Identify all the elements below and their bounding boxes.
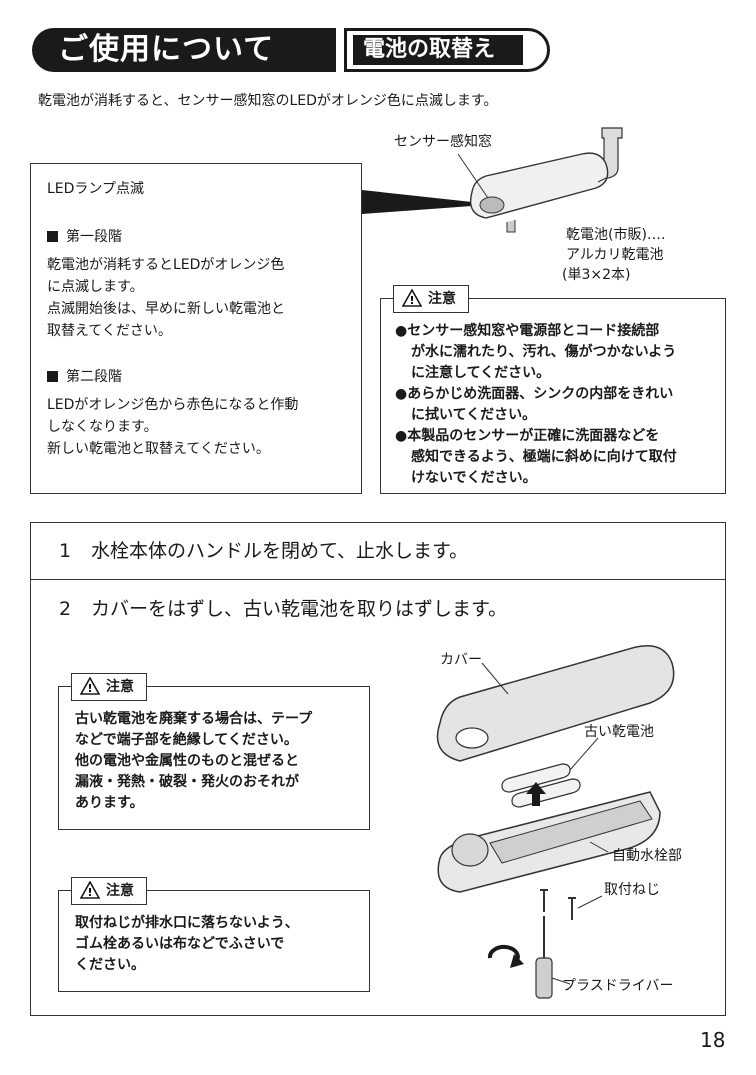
battery-label-2: アルカリ乾電池 [566,247,664,263]
svg-text:!: ! [409,294,414,307]
caution-tag: !注意 [393,285,469,313]
stage1-line: 取替えてください。 [47,323,172,339]
battery-label-3: (単3×2本) [562,267,631,283]
stage1-line: 乾電池が消耗するとLEDがオレンジ色 [47,257,285,273]
sensor-window-leader [457,153,489,199]
header-title: ご使用について [32,28,336,72]
stage2-line: しなくなります。 [47,419,158,435]
battery-shapes [501,763,581,808]
caution-tag: !注意 [71,673,147,701]
led-info-box: LEDランプ点滅 第一段階 乾電池が消耗するとLEDがオレンジ色 に点滅します。… [30,163,362,494]
stage1-line: 点滅開始後は、早めに新しい乾電池と [47,301,285,317]
cover-shape [436,645,675,762]
stage2-line: 新しい乾電池と取替えてください。 [47,441,270,457]
stage1-line: に点滅します。 [47,279,144,295]
sensor-window-label: センサー感知窓 [394,134,492,150]
svg-text:!: ! [87,886,92,899]
warning-icon: ! [79,880,101,899]
battery-label-1: 乾電池(市販)‥‥ [566,227,666,243]
pointer-wedge [362,190,472,214]
caution-tag: !注意 [71,877,147,905]
warning-icon: ! [79,676,101,695]
screw-shapes [540,889,576,920]
svg-text:!: ! [87,682,92,695]
caution-item: ●本製品のセンサーが正確に洗面器などを感知できるよう、極端に斜めに向けて取付けな… [395,428,677,486]
old-battery-label: 古い乾電池 [584,724,654,740]
header-subtitle-box: 電池の取替え [344,28,550,72]
section-header: ご使用について 電池の取替え [32,28,552,72]
sensor-unit-illustration [469,127,623,233]
disassembly-diagram [436,645,675,999]
stage1-heading: 第一段階 [47,226,345,248]
stage2-heading: 第二段階 [47,366,345,388]
faucet-body-shape [437,782,661,893]
screw-label: 取付ねじ [604,882,660,898]
caution-item: ●センサー感知窓や電源部とコード接続部が水に濡れたり、汚れ、傷がつかないように注… [395,323,677,381]
faucet-label: 自動水栓部 [612,848,682,864]
warning-icon: ! [401,288,423,307]
caution-box-battery: !注意 古い乾電池を廃棄する場合は、テープ などで端子部を絶縁してください。 他… [58,673,370,830]
caution-item: ●あらかじめ洗面器、シンクの内部をきれいに拭いてください。 [395,386,674,423]
cover-label: カバー [440,652,482,668]
step-divider [31,579,725,580]
screwdriver-label: プラスドライバー [562,978,674,994]
caution-box-main: !注意 ●センサー感知窓や電源部とコード接続部が水に濡れたり、汚れ、傷がつかない… [380,285,726,494]
led-box-title: LEDランプ点滅 [47,181,145,197]
caution-box-screw: !注意 取付ねじが排水口に落ちないよう、 ゴム栓あるいは布などでふさいで くださ… [58,877,370,992]
screwdriver-shape [487,916,553,999]
stage2-line: LEDがオレンジ色から赤色になると作動 [47,397,299,413]
header-subtitle: 電池の取替え [363,37,496,62]
intro-text: 乾電池が消耗すると、センサー感知窓のLEDがオレンジ色に点滅します。 [38,93,498,109]
subtitle-background [353,35,523,65]
page-number: 18 [700,1028,726,1052]
